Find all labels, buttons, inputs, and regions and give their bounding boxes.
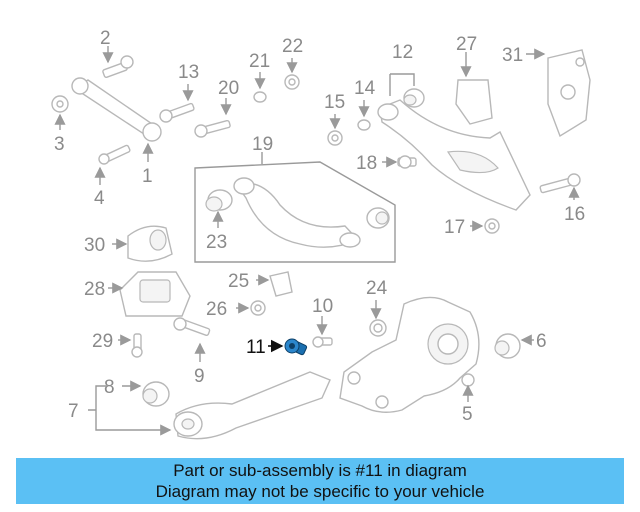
part-6-bushing[interactable] bbox=[494, 333, 521, 359]
callout-23: 23 bbox=[206, 232, 227, 253]
callout-26: 26 bbox=[206, 299, 227, 320]
part-11-bolt-highlighted[interactable] bbox=[284, 338, 308, 356]
part-30-cushion[interactable] bbox=[127, 225, 173, 262]
leader-7 bbox=[88, 385, 170, 430]
part-21-washer[interactable] bbox=[253, 91, 267, 103]
part-28-bracket[interactable] bbox=[119, 271, 191, 317]
part-24-seal[interactable] bbox=[369, 319, 387, 337]
callout-31: 31 bbox=[502, 45, 523, 66]
callout-10: 10 bbox=[312, 296, 333, 317]
leader-12 bbox=[389, 73, 415, 96]
callout-21: 21 bbox=[249, 51, 270, 72]
part-17-nut[interactable] bbox=[484, 218, 500, 234]
part-8-bushing[interactable] bbox=[142, 381, 170, 407]
part-4-bolt[interactable] bbox=[98, 144, 131, 165]
part-25-clip[interactable] bbox=[269, 271, 293, 297]
callout-16: 16 bbox=[564, 204, 585, 225]
callout-27: 27 bbox=[456, 34, 477, 55]
callout-17: 17 bbox=[444, 217, 465, 238]
part-23-bushing[interactable] bbox=[205, 189, 233, 212]
callout-11: 11 bbox=[246, 337, 266, 358]
part-10-bolt[interactable] bbox=[312, 336, 333, 348]
part-3-nut[interactable] bbox=[51, 95, 69, 113]
part-5-knuckle[interactable] bbox=[339, 296, 480, 413]
callout-5: 5 bbox=[462, 404, 473, 425]
part-12-bushing[interactable] bbox=[403, 88, 425, 108]
callout-9: 9 bbox=[194, 366, 205, 387]
part-18-bolt[interactable] bbox=[397, 155, 417, 169]
callout-13: 13 bbox=[178, 62, 199, 83]
info-banner: Part or sub-assembly is #11 in diagram D… bbox=[16, 458, 624, 504]
part-27-bracket[interactable] bbox=[455, 79, 493, 125]
parts-diagram: 2 1 3 4 13 20 21 22 19 bbox=[51, 28, 591, 455]
part-2-bolt[interactable] bbox=[102, 55, 134, 78]
callout-7: 7 bbox=[68, 401, 79, 422]
part-31-mount[interactable] bbox=[547, 49, 591, 138]
callout-18: 18 bbox=[356, 153, 377, 174]
part-22-nut[interactable] bbox=[284, 74, 300, 90]
part-19-bushing[interactable] bbox=[366, 207, 390, 229]
callout-25: 25 bbox=[228, 271, 249, 292]
banner-line-1: Part or sub-assembly is #11 in diagram bbox=[173, 461, 467, 480]
callout-12: 12 bbox=[392, 42, 413, 63]
callout-19: 19 bbox=[252, 134, 273, 155]
callout-1: 1 bbox=[142, 166, 153, 187]
callout-2: 2 bbox=[100, 28, 111, 49]
callout-3: 3 bbox=[54, 134, 65, 155]
part-13-bolt[interactable] bbox=[159, 102, 195, 123]
callout-20: 20 bbox=[218, 78, 239, 99]
callout-29: 29 bbox=[92, 331, 113, 352]
part-9-bolt[interactable] bbox=[173, 317, 211, 337]
part-1-lateral-link[interactable] bbox=[71, 77, 162, 142]
part-19-upper-arm[interactable] bbox=[233, 177, 361, 248]
part-20-bolt[interactable] bbox=[194, 119, 231, 138]
part-29-bolt[interactable] bbox=[131, 333, 143, 358]
callout-28: 28 bbox=[84, 279, 105, 300]
callout-24: 24 bbox=[366, 278, 388, 299]
callout-15: 15 bbox=[324, 92, 345, 113]
callout-22: 22 bbox=[282, 36, 303, 57]
callout-14: 14 bbox=[354, 78, 376, 99]
group-19-box bbox=[194, 161, 396, 263]
callout-6: 6 bbox=[536, 331, 547, 352]
part-14-washer[interactable] bbox=[357, 119, 371, 131]
callout-30: 30 bbox=[84, 235, 105, 256]
part-15-nut[interactable] bbox=[327, 130, 343, 146]
part-26-nut[interactable] bbox=[250, 300, 266, 316]
part-12-lower-arm[interactable] bbox=[377, 99, 531, 211]
part-16-bolt[interactable] bbox=[539, 173, 581, 194]
callout-4: 4 bbox=[94, 188, 105, 209]
callout-8: 8 bbox=[104, 377, 115, 398]
banner-line-2: Diagram may not be specific to your vehi… bbox=[155, 482, 485, 501]
